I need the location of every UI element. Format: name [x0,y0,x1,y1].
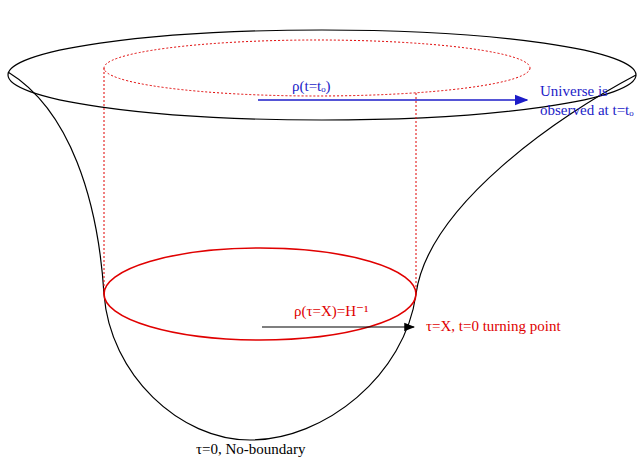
turning-point-note: τ=X, t=0 turning point [426,317,626,336]
radius-arrow [258,99,527,101]
observation-note: Universe is observed at t=tₒ [540,82,640,120]
universe-outline [8,72,636,440]
turning-point-ellipse [104,248,416,340]
dotted-line [416,93,417,294]
dotted-ellipse [104,40,530,96]
radius-arrow [262,326,414,327]
radius-label: ρ(t=tₒ) [292,77,331,96]
radius-label: ρ(τ=X)=H⁻¹ [294,302,369,321]
boundary-note: τ=0, No-boundary [196,440,305,459]
dotted-line [104,68,105,294]
